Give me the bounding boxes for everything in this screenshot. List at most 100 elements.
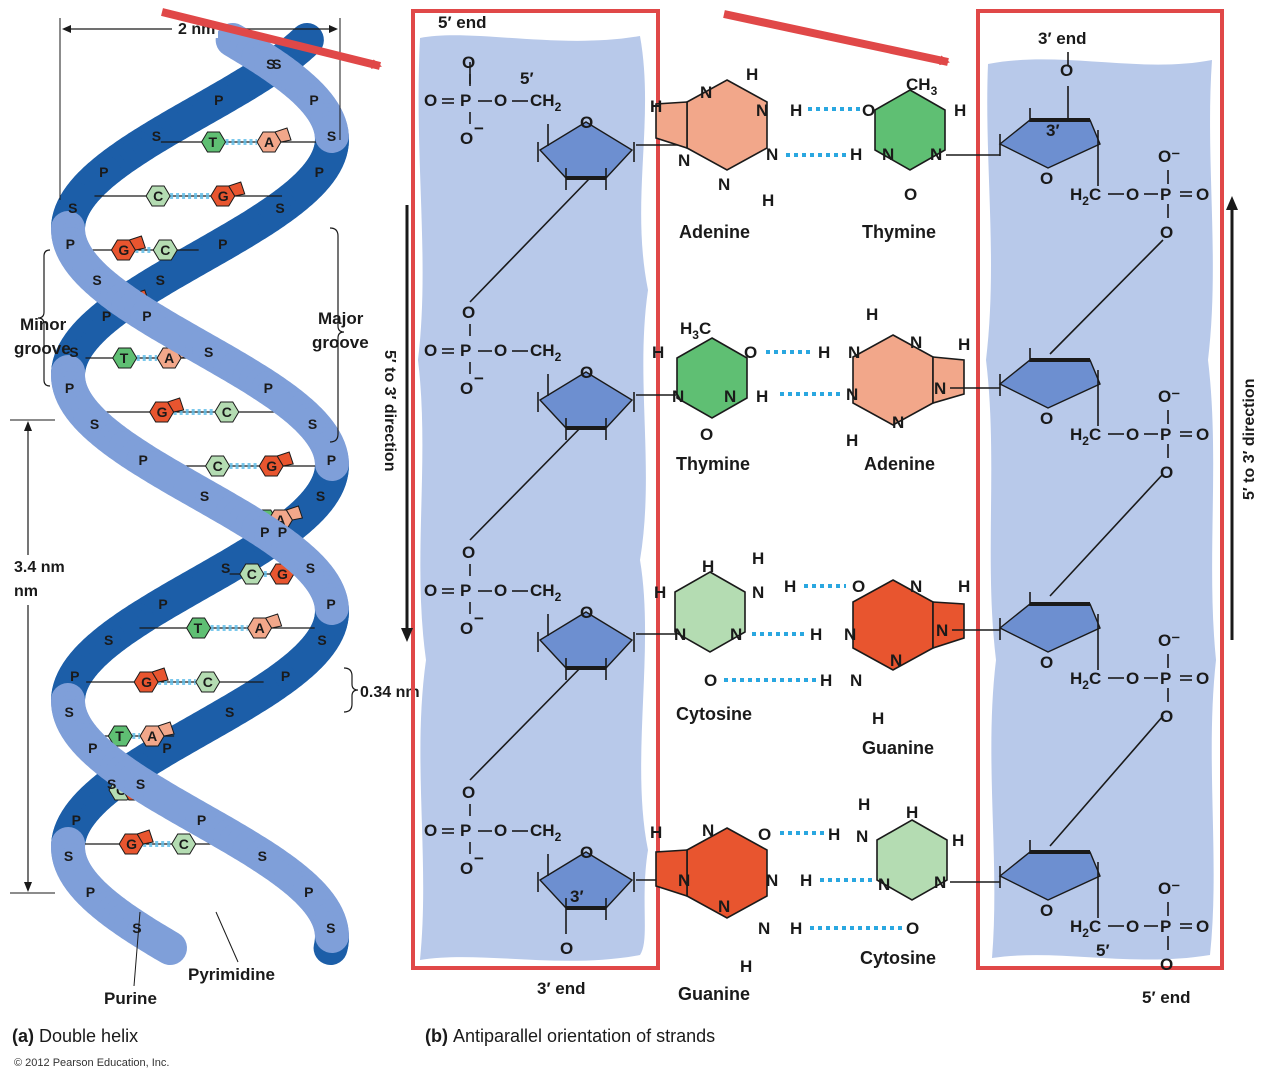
base-letter: A — [264, 134, 274, 150]
atom-h: H — [810, 625, 822, 644]
ester-oxygen: O — [1126, 917, 1139, 936]
left-direction-label: 5′ to 3′ direction — [381, 350, 398, 471]
atom-h: H — [790, 919, 802, 938]
ch2-group: CH2 — [530, 341, 562, 364]
sugar-phosphate-letter: P — [99, 164, 108, 180]
base-pair-row-4: H N O N N H N N H H H N H H H N N O Guan… — [636, 795, 1000, 1004]
atom-n: N — [766, 145, 778, 164]
atom-h: H — [906, 803, 918, 822]
atom-n: N — [930, 145, 942, 164]
sugar-phosphate-letter: P — [326, 596, 335, 612]
sugar-phosphate-letter: S — [152, 128, 161, 144]
base-label-adenine-row2: Adenine — [864, 454, 935, 474]
atom-n: N — [718, 175, 730, 194]
atom-n: N — [878, 875, 890, 894]
deoxyribose-sugar — [538, 121, 634, 179]
minus-sign: − — [474, 849, 484, 868]
base-letter: C — [179, 836, 189, 852]
base-letter: A — [275, 512, 285, 528]
atom-n: N — [890, 651, 902, 670]
atom-h: H — [820, 671, 832, 690]
phosphate-oxygen: O⁻ — [1158, 147, 1180, 166]
left-strand-5prime-end: 5′ end — [438, 13, 486, 32]
base-label-adenine-row1: Adenine — [679, 222, 750, 242]
sugar-phosphate-letter: P — [327, 452, 336, 468]
base-pair-row-1: N H N N H N N H H O H N N O H CH3 Adenin… — [636, 65, 1000, 242]
left-direction-arrow: 5′ to 3′ direction — [381, 205, 413, 642]
deoxyribose-sugar — [998, 603, 1101, 653]
atom-n: N — [848, 343, 860, 362]
phosphate-oxygen: O — [1196, 185, 1209, 204]
sugar-phosphate-letter: P — [158, 596, 167, 612]
sugar-phosphate-letter: P — [214, 92, 223, 108]
atom-n: N — [678, 151, 690, 170]
phosphate-oxygen: O — [1160, 707, 1173, 726]
minus-sign: − — [474, 119, 484, 138]
sugar-phosphate-letter: P — [309, 92, 318, 108]
phosphate-oxygen: O — [460, 859, 473, 878]
sugar-phosphate-letter: S — [225, 704, 234, 720]
ring-oxygen: O — [1040, 653, 1053, 672]
atom-n: N — [700, 83, 712, 102]
sugar-phosphate-letter: S — [272, 56, 281, 72]
major-groove-label-line1: Major — [318, 309, 364, 328]
sugar-phosphate-letter: S — [326, 920, 335, 936]
phosphate-oxygen: O — [1160, 463, 1173, 482]
phosphate-oxygen: O⁻ — [1158, 387, 1180, 406]
phosphate-oxygen: O⁻ — [1158, 879, 1180, 898]
helix-pitch-unit: nm — [14, 583, 38, 600]
sugar-phosphate-letter: P — [70, 668, 79, 684]
sugar-phosphate-letter: S — [136, 776, 145, 792]
base-pair-row-3: H H N H H N N O O H N H N H N N H N Cyto… — [636, 549, 1000, 758]
atom-h: H — [958, 335, 970, 354]
base-label-cytosine-row3: Cytosine — [676, 704, 752, 724]
right-strand-highlight-box — [976, 9, 1224, 970]
ring-oxygen: O — [1040, 901, 1053, 920]
phosphorus: P — [460, 341, 471, 360]
sugar-phosphate-letter: S — [316, 488, 325, 504]
ester-oxygen: O — [1126, 669, 1139, 688]
helix-sugar-phosphate-labels: SPSPSPSPSPSPSPSPSPSPSPSPSSPSPSPSPSPSPSPS… — [64, 56, 336, 936]
phosphate-oxygen: O — [462, 53, 475, 72]
ch2-group: H2C — [1070, 669, 1101, 692]
ch2-group: CH2 — [530, 821, 562, 844]
base-pair-row-2: H3C H O N N H O H N H N N H N H N Thymin… — [636, 305, 1000, 474]
atom-n: N — [718, 897, 730, 916]
base-letter: G — [157, 404, 168, 420]
deoxyribose-sugar — [998, 851, 1101, 901]
pyrimidine-base — [195, 671, 221, 693]
pyrimidine-base — [171, 833, 197, 855]
phosphorus: P — [1160, 185, 1171, 204]
sugar-phosphate-letter: P — [72, 812, 81, 828]
deoxyribose-sugar — [998, 359, 1101, 409]
atom-n: N — [702, 821, 714, 840]
phosphate-oxygen: O — [424, 821, 437, 840]
atom-h: H — [746, 65, 758, 84]
pyrimidine-base — [112, 347, 138, 369]
atom-h: H — [866, 305, 878, 324]
base-letter: C — [213, 458, 223, 474]
purine-pyrimidine-callouts: Purine Pyrimidine — [104, 911, 275, 1008]
sugar-phosphate-letter: P — [260, 524, 269, 540]
sugar-phosphate-letter: S — [275, 200, 284, 216]
atom-n: N — [934, 379, 946, 398]
atom-n: N — [758, 919, 770, 938]
sugar-phosphate-letter: S — [308, 416, 317, 432]
base-letter: C — [222, 404, 232, 420]
purine-base-ring — [128, 235, 147, 251]
sugar-phosphate-letter: S — [68, 200, 77, 216]
deoxyribose-sugar — [538, 371, 634, 429]
ring-oxygen: O — [1040, 169, 1053, 188]
sugar-phosphate-letter: S — [156, 272, 165, 288]
sugar-phosphate-letter: S — [258, 848, 267, 864]
sugar-phosphate-letter: P — [162, 740, 171, 756]
caption-b: (b) Antiparallel orientation of strands — [425, 1026, 715, 1046]
base-label-cytosine-row4: Cytosine — [860, 948, 936, 968]
